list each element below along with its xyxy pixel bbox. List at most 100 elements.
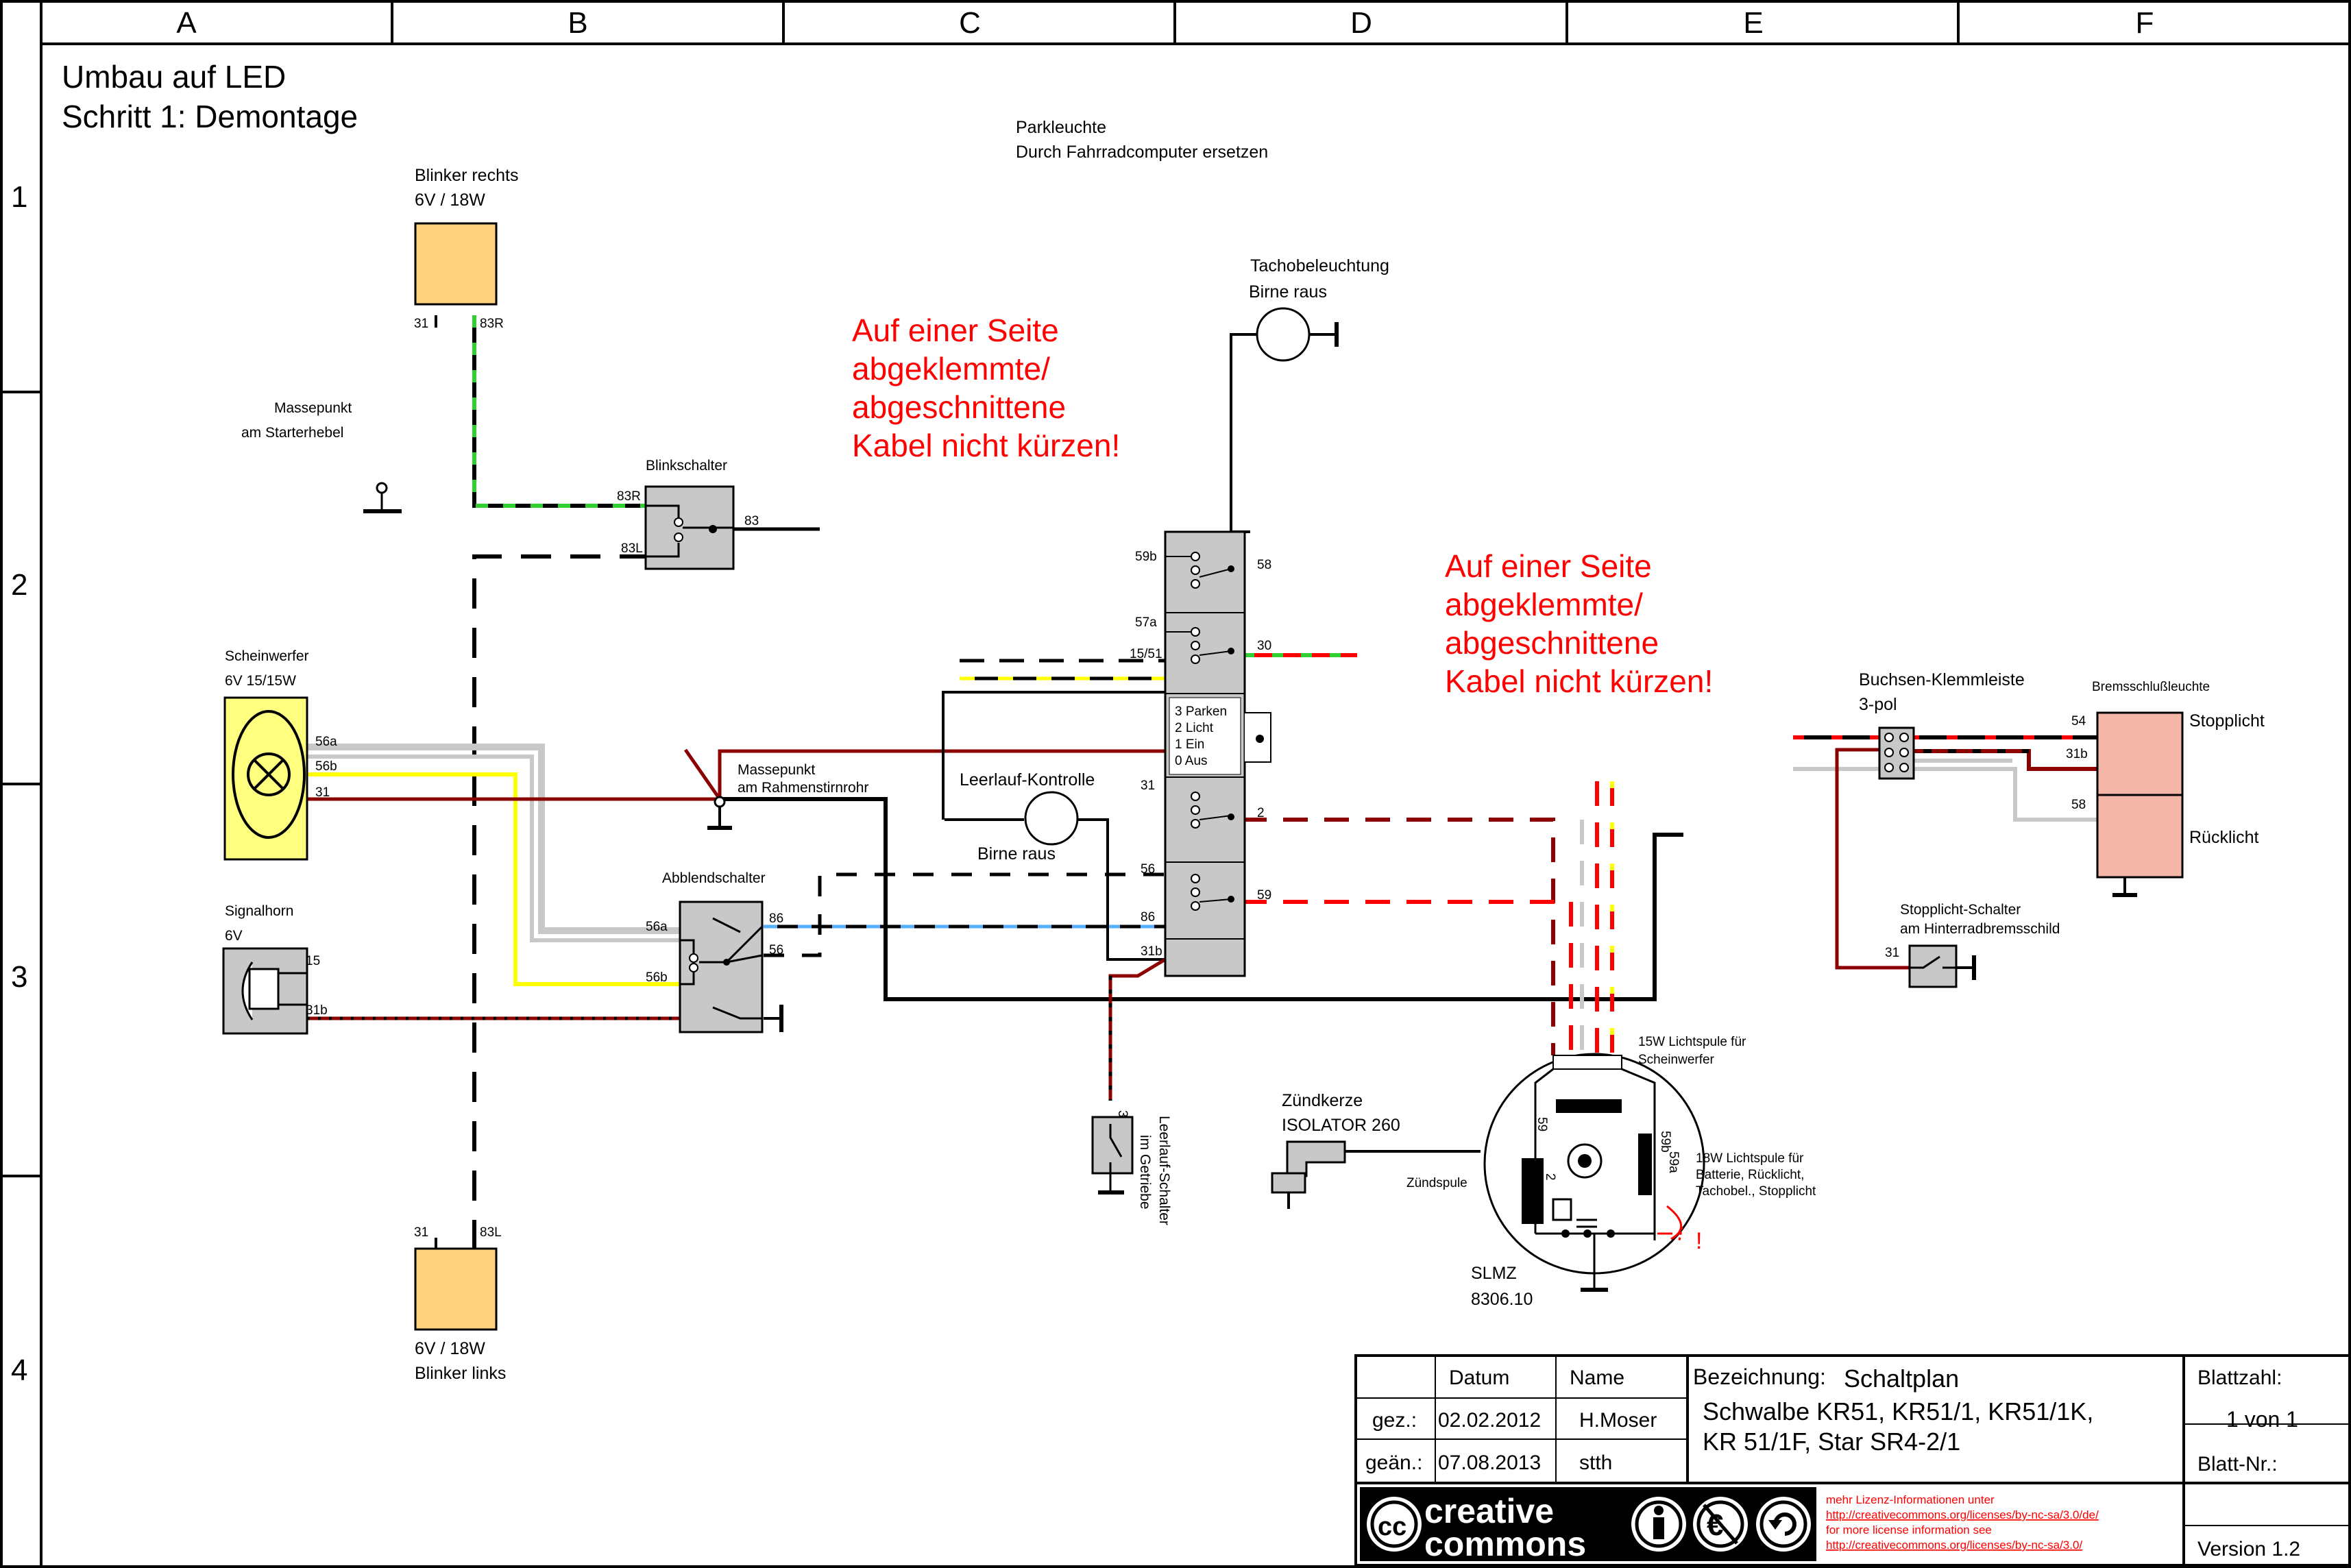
svg-text:Birne raus: Birne raus [1249,282,1327,302]
parkleuchte-note: Durch Fahrradcomputer ersetzen [1016,143,1268,162]
row-3: 3 [11,960,27,994]
zuendschloss: 59b 57a 15/51 31 56 86 31b 58 30 2 59 3 … [1130,530,1271,977]
svg-text:56: 56 [769,943,783,957]
svg-text:Datum: Datum [1449,1367,1509,1389]
svg-text:KR 51/1F, Star SR4-2/1: KR 51/1F, Star SR4-2/1 [1703,1428,1960,1456]
svg-text:54: 54 [2071,714,2086,728]
svg-text:15/51: 15/51 [1130,647,1162,661]
svg-text:abgeschnittene: abgeschnittene [852,389,1066,425]
svg-text:abgeklemmte/: abgeklemmte/ [852,351,1050,387]
wires [307,315,2137,1250]
tachobeleuchtung: Tachobeleuchtung Birne raus [1249,256,1389,362]
svg-text:2 Licht: 2 Licht [1175,721,1214,735]
col-e: E [1743,6,1763,40]
svg-text:Schwalbe KR51, KR51/1, KR51/1K: Schwalbe KR51, KR51/1, KR51/1K, [1703,1397,2093,1425]
headlight-bulb-icon [247,752,291,796]
svg-text:for more license information s: for more license information see [1826,1523,1992,1536]
svg-text:Stopplicht-Schalter: Stopplicht-Schalter [1900,902,2021,918]
svg-text:Birne raus: Birne raus [977,844,1056,863]
svg-text:86: 86 [1141,910,1155,924]
cc-license-logo: cc creative commons € [1360,1487,1816,1563]
col-d: D [1350,6,1372,40]
blinkschalter: Blinkschalter 83R 83L 83 [617,458,759,570]
svg-text:31: 31 [414,317,428,331]
license-link[interactable]: http://creativecommons.org/licenses/by-n… [1826,1539,2082,1552]
svg-text:Leerlauf-Schalter: Leerlauf-Schalter [1156,1116,1172,1225]
svg-text:56: 56 [1141,862,1155,877]
svg-text:56b: 56b [646,970,668,985]
svg-text:Buchsen-Klemmleiste: Buchsen-Klemmleiste [1859,670,2025,689]
bremsschlussleuchte: Bremsschlußleuchte Stopplicht Rücklicht … [2066,680,2265,879]
tacho-lamp-icon [1256,307,1311,362]
svg-text:Abblendschalter: Abblendschalter [662,870,766,886]
svg-text:56a: 56a [315,735,337,749]
svg-text:Blinker rechts: Blinker rechts [415,166,518,185]
svg-text:Blinkschalter: Blinkschalter [646,458,727,474]
wire-31b-leerlauf [1108,957,1167,1101]
svg-text:Scheinwerfer: Scheinwerfer [225,648,309,664]
col-f: F [2136,6,2154,40]
massepunkt-rahmenstirnrohr: Massepunkt am Rahmenstirnrohr [707,762,868,830]
svg-text:83R: 83R [480,317,504,331]
license-text: mehr Lizenz-Informationen unter http://c… [1826,1493,2099,1552]
svg-text:mehr Lizenz-Informationen unte: mehr Lizenz-Informationen unter [1826,1493,1995,1506]
row-4: 4 [11,1353,27,1387]
svg-text:31b: 31b [2066,747,2088,761]
title-block-text: Datum Name gez.: 02.02.2012 H.Moser geän… [1365,1364,2300,1560]
svg-text:abgeklemmte/: abgeklemmte/ [1445,587,1643,622]
column-labels: A B C D E F [176,6,2154,40]
svg-text:59b: 59b [1135,550,1157,564]
slmz-warning: ! [1696,1228,1702,1254]
svg-text:59: 59 [1257,888,1271,903]
svg-text:Schaltplan: Schaltplan [1844,1364,1959,1393]
svg-text:Scheinwerfer: Scheinwerfer [1638,1053,1715,1067]
svg-text:stth: stth [1579,1451,1612,1474]
svg-text:creative: creative [1424,1492,1554,1530]
svg-text:2: 2 [1543,1173,1557,1181]
svg-text:57a: 57a [1135,615,1157,630]
buchsen-klemmleiste: Buchsen-Klemmleiste 3-pol [1859,670,2025,780]
svg-text:Signalhorn: Signalhorn [225,903,293,919]
scheinwerfer: Scheinwerfer 6V 15/15W 56a 56b 31 [223,648,337,861]
wire-stopplicht [1835,748,1910,970]
wire-56 [764,872,1165,957]
svg-text:am Starterhebel: am Starterhebel [241,425,343,441]
svg-text:am Hinterradbremsschild: am Hinterradbremsschild [1900,921,2060,937]
license-link-de[interactable]: http://creativecommons.org/licenses/by-n… [1826,1508,2099,1521]
leerlauf-schalter: 31 Leerlauf-Schalter im Getriebe [1091,1110,1172,1225]
svg-text:Zündkerze: Zündkerze [1282,1091,1363,1110]
massepunkt-starterhebel: Massepunkt am Starterhebel [241,400,402,513]
svg-text:86: 86 [769,911,783,926]
svg-text:Name: Name [1570,1367,1624,1389]
svg-text:Blatt-Nr.:: Blatt-Nr.: [2197,1453,2278,1475]
svg-text:Bezeichnung:: Bezeichnung: [1693,1364,1826,1389]
svg-text:H.Moser: H.Moser [1579,1409,1657,1432]
svg-text:31: 31 [315,785,330,800]
spark-plug-icon [1286,1140,1346,1177]
svg-text:15: 15 [306,954,320,968]
svg-text:Blinker links: Blinker links [415,1364,506,1383]
parkleuchte-label: Parkleuchte [1016,118,1106,137]
wire-tacho [1230,333,1337,532]
svg-text:gez.:: gez.: [1372,1409,1417,1432]
col-c: C [959,6,981,40]
wire-56a [307,744,680,934]
svg-text:Massepunkt: Massepunkt [738,762,815,778]
svg-text:3-pol: 3-pol [1859,695,1897,714]
title-line1: Umbau auf LED [62,59,286,95]
svg-text:8306.10: 8306.10 [1471,1290,1533,1309]
svg-text:31b: 31b [1141,944,1162,959]
svg-text:58: 58 [2071,798,2086,812]
svg-text:Kabel nicht kürzen!: Kabel nicht kürzen! [852,428,1120,463]
zuendkerze: Zündkerze ISOLATOR 260 [1271,1091,1481,1209]
svg-text:am Rahmenstirnrohr: am Rahmenstirnrohr [738,780,868,796]
indicator-lamp-icon [1024,791,1079,846]
svg-text:SLMZ: SLMZ [1471,1264,1517,1283]
svg-text:31b: 31b [306,1003,328,1018]
svg-text:6V / 18W: 6V / 18W [415,1339,485,1358]
svg-text:15W Lichtspule für: 15W Lichtspule für [1638,1035,1746,1049]
ground-symbol [376,482,388,494]
wire-31b-rear [1899,749,2097,771]
wire-59 [1242,900,1573,1055]
